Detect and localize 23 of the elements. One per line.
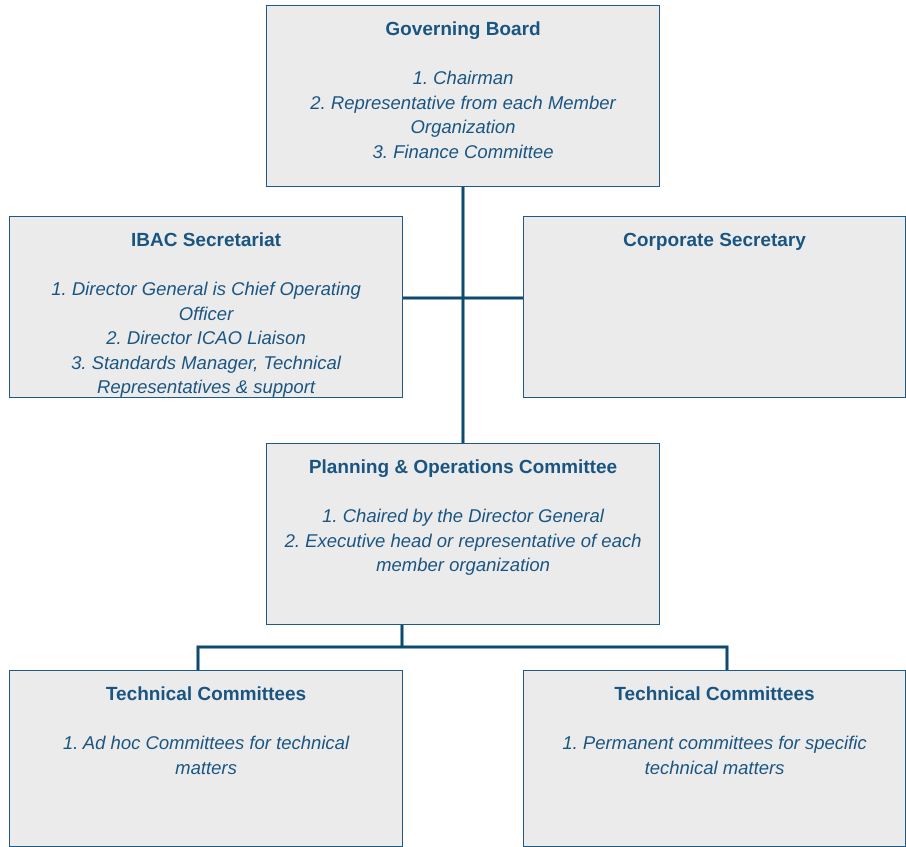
- list-item: 1. Chaired by the Director General: [322, 504, 604, 528]
- box-heading: IBAC Secretariat: [131, 229, 281, 253]
- box-heading: Planning & Operations Committee: [308, 456, 618, 480]
- box-heading: Governing Board: [385, 18, 541, 42]
- org-box: [266, 5, 660, 187]
- box-heading: Corporate Secretary: [623, 229, 806, 253]
- list-item: 2. Representative from each Member Organization: [309, 90, 618, 139]
- box-heading: Technical Committees: [106, 683, 306, 707]
- list-item: 1. Permanent committees for specific technical matters: [561, 731, 868, 780]
- org-box: [523, 216, 906, 398]
- list-item: 3. Standards Manager, Technical Representatives & support: [70, 350, 342, 399]
- list-item: 1. Ad hoc Committees for technical matters: [62, 731, 350, 780]
- org-box: [9, 670, 403, 847]
- connector-line: [462, 187, 523, 300]
- org-box: [266, 443, 660, 625]
- list-item: 2. Director ICAO Liaison: [106, 326, 306, 350]
- list-item: 3. Finance Committee: [372, 140, 554, 164]
- list-item: 2. Executive head or representative of each member organization: [284, 528, 642, 577]
- box-heading: Technical Committees: [614, 683, 815, 707]
- list-item: 1. Chairman: [412, 66, 514, 90]
- list-item: 1. Director General is Chief Operating Officer: [50, 277, 362, 326]
- org-box: [9, 216, 403, 398]
- org-box: [523, 670, 906, 847]
